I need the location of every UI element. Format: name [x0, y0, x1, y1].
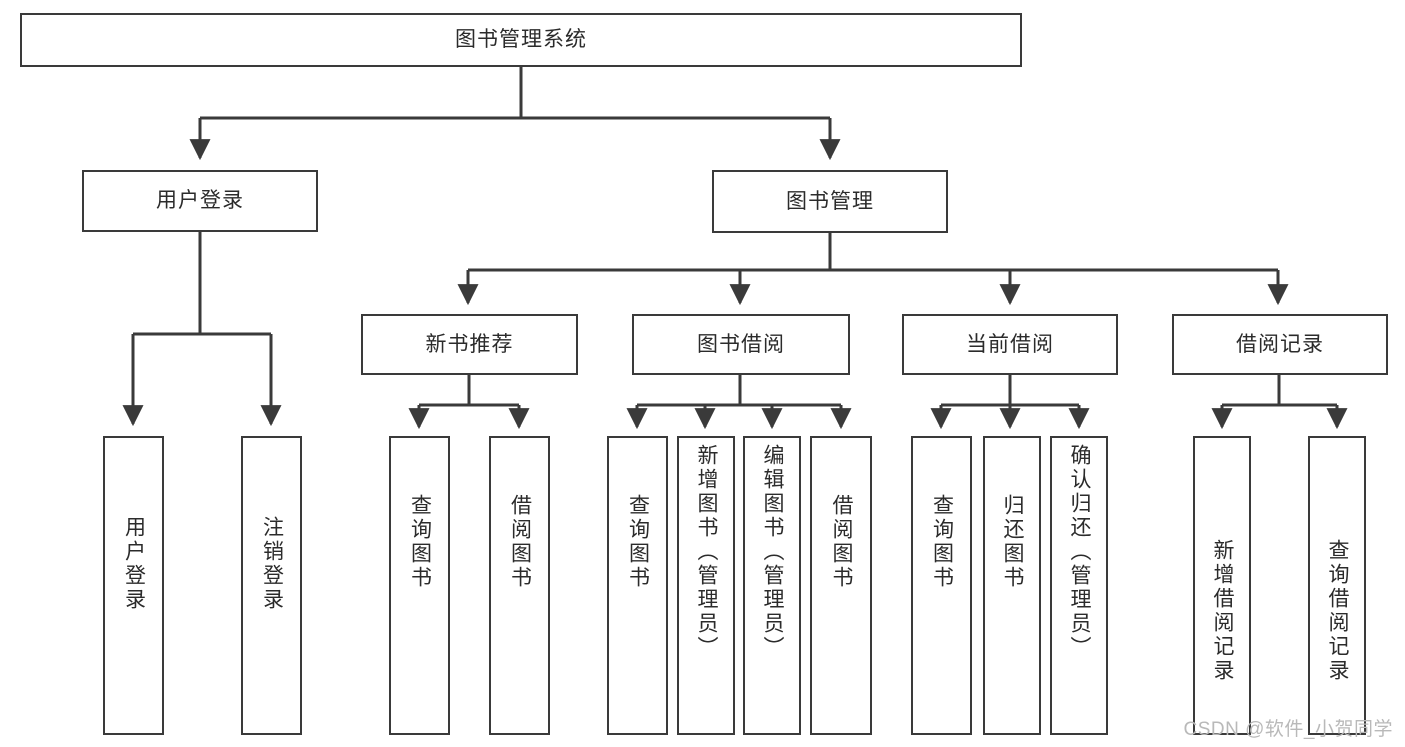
watermark: CSDN @软件_小贺同学 [1183, 719, 1393, 740]
leaf-borrow-book-bb-label: 借阅图书 [830, 494, 854, 590]
leaf-edit-book-admin-label: 编辑图书（管理员） [761, 444, 785, 660]
leaf-borrow-book-bb[interactable]: 借阅图书 [810, 436, 872, 735]
leaf-query-book-bb-label: 查询图书 [626, 494, 650, 590]
node-borrow-record[interactable]: 借阅记录 [1172, 314, 1388, 375]
node-new-book-recommend[interactable]: 新书推荐 [361, 314, 578, 375]
leaf-add-book-admin-label: 新增图书（管理员） [695, 444, 719, 660]
leaf-add-borrow-record-label: 新增借阅记录 [1211, 539, 1235, 683]
node-new-book-recommend-label: 新书推荐 [425, 332, 514, 356]
leaf-confirm-return-admin-label: 确认归还（管理员） [1068, 444, 1092, 660]
node-root[interactable]: 图书管理系统 [20, 13, 1022, 67]
leaf-user-login-label: 用户登录 [122, 516, 146, 612]
leaf-query-book-cb[interactable]: 查询图书 [911, 436, 972, 735]
leaf-user-login[interactable]: 用户登录 [103, 436, 164, 735]
leaf-return-book[interactable]: 归还图书 [983, 436, 1041, 735]
leaf-add-book-admin[interactable]: 新增图书（管理员） [677, 436, 735, 735]
node-book-management-label: 图书管理 [786, 189, 874, 213]
node-user-login-label: 用户登录 [156, 189, 244, 213]
node-user-login[interactable]: 用户登录 [82, 170, 318, 232]
leaf-query-borrow-record[interactable]: 查询借阅记录 [1308, 436, 1366, 735]
node-current-borrow[interactable]: 当前借阅 [902, 314, 1118, 375]
leaf-query-book-cb-label: 查询图书 [930, 494, 954, 590]
node-current-borrow-label: 当前借阅 [966, 332, 1054, 356]
leaf-logout-label: 注销登录 [260, 516, 284, 612]
node-borrow-record-label: 借阅记录 [1236, 332, 1324, 356]
node-book-borrow-label: 图书借阅 [697, 332, 785, 356]
leaf-borrow-book-nb-label: 借阅图书 [508, 494, 532, 590]
node-book-borrow[interactable]: 图书借阅 [632, 314, 850, 375]
leaf-query-book-nb[interactable]: 查询图书 [389, 436, 450, 735]
leaf-confirm-return-admin[interactable]: 确认归还（管理员） [1050, 436, 1108, 735]
leaf-query-book-nb-label: 查询图书 [408, 494, 432, 590]
leaf-query-borrow-record-label: 查询借阅记录 [1326, 539, 1350, 683]
node-root-label: 图书管理系统 [455, 28, 587, 52]
leaf-edit-book-admin[interactable]: 编辑图书（管理员） [743, 436, 801, 735]
leaf-borrow-book-nb[interactable]: 借阅图书 [489, 436, 550, 735]
leaf-query-book-bb[interactable]: 查询图书 [607, 436, 668, 735]
leaf-return-book-label: 归还图书 [1001, 494, 1025, 590]
leaf-logout[interactable]: 注销登录 [241, 436, 302, 735]
leaf-add-borrow-record[interactable]: 新增借阅记录 [1193, 436, 1251, 735]
node-book-management[interactable]: 图书管理 [712, 170, 948, 233]
